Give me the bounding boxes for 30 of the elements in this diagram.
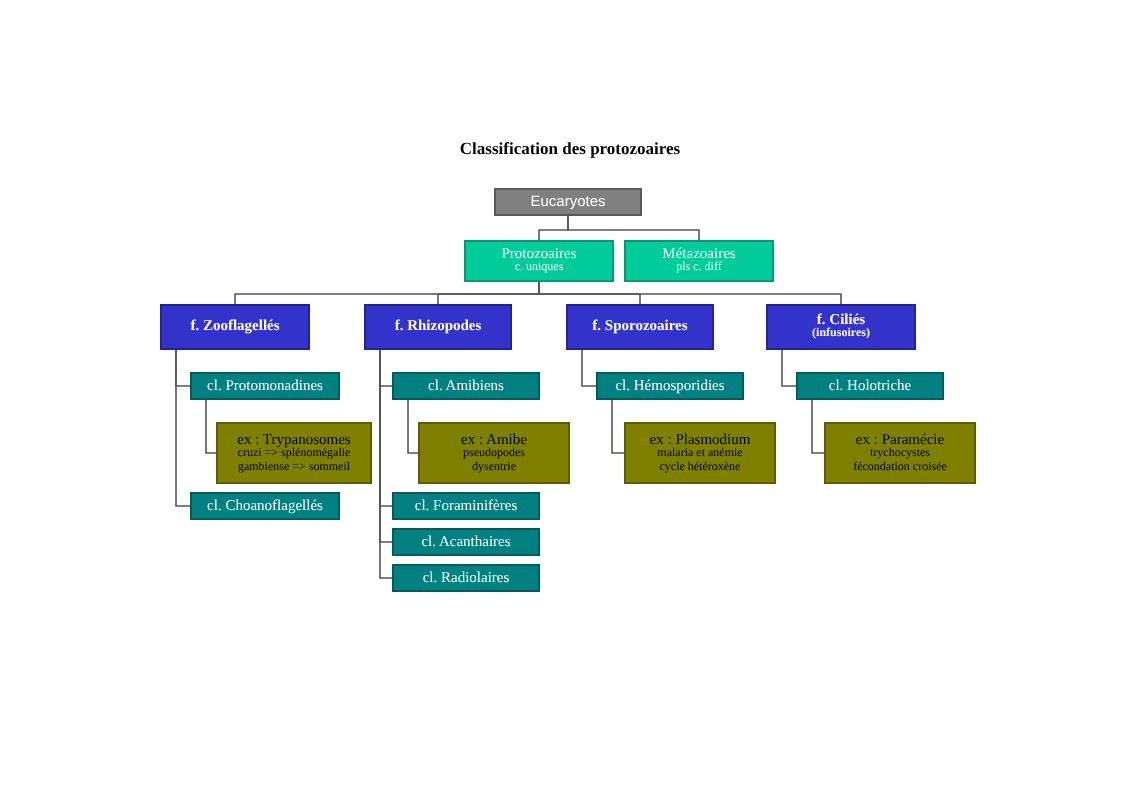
- example-box: [418, 422, 570, 484]
- family-box: [766, 304, 916, 350]
- connector-line: [379, 349, 393, 579]
- class-box: [392, 564, 540, 592]
- connector-line: [811, 399, 825, 454]
- connector-line: [781, 349, 797, 387]
- class-box: [190, 372, 340, 400]
- diagram-title: Classification des protozoaires: [457, 136, 683, 162]
- class-box: [596, 372, 744, 400]
- kingdom-box: [624, 240, 774, 282]
- class-box: [392, 372, 540, 400]
- root-box: [494, 188, 642, 216]
- family-box: [364, 304, 512, 350]
- family-box: [160, 304, 310, 350]
- connector-line: [581, 349, 597, 387]
- connector-line: [407, 399, 419, 454]
- family-box: [566, 304, 714, 350]
- connector-line: [611, 399, 625, 454]
- class-box: [392, 528, 540, 556]
- connector-line: [538, 281, 842, 305]
- example-box: [216, 422, 372, 484]
- class-box: [190, 492, 340, 520]
- class-box: [796, 372, 944, 400]
- class-box: [392, 492, 540, 520]
- connector-line: [205, 399, 217, 454]
- connector-line: [175, 349, 191, 507]
- kingdom-box: [464, 240, 614, 282]
- example-box: [824, 422, 976, 484]
- example-box: [624, 422, 776, 484]
- connector-line: [567, 215, 700, 241]
